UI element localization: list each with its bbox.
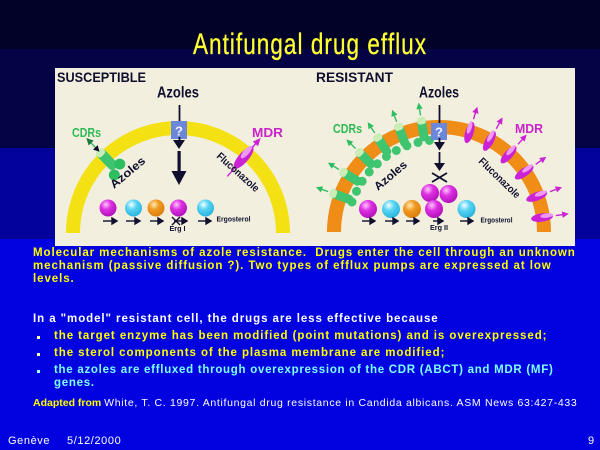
svg-text:SUSCEPTIBLE: SUSCEPTIBLE bbox=[57, 69, 146, 85]
svg-text:RESISTANT: RESISTANT bbox=[316, 69, 393, 85]
svg-text:?: ? bbox=[175, 124, 183, 139]
svg-text:MDR: MDR bbox=[515, 121, 544, 136]
svg-text:Erg I: Erg I bbox=[170, 224, 186, 233]
svg-text:CDRs: CDRs bbox=[333, 121, 362, 136]
svg-text:Erg II: Erg II bbox=[430, 223, 448, 232]
svg-text:Ergosterol: Ergosterol bbox=[217, 215, 251, 224]
svg-text:Ergosterol: Ergosterol bbox=[481, 216, 513, 225]
svg-text:Azoles: Azoles bbox=[419, 85, 459, 102]
svg-text:MDR: MDR bbox=[252, 125, 284, 140]
svg-text:CDRs: CDRs bbox=[72, 125, 101, 140]
svg-text:Azoles: Azoles bbox=[157, 85, 199, 102]
svg-text:?: ? bbox=[435, 125, 443, 140]
